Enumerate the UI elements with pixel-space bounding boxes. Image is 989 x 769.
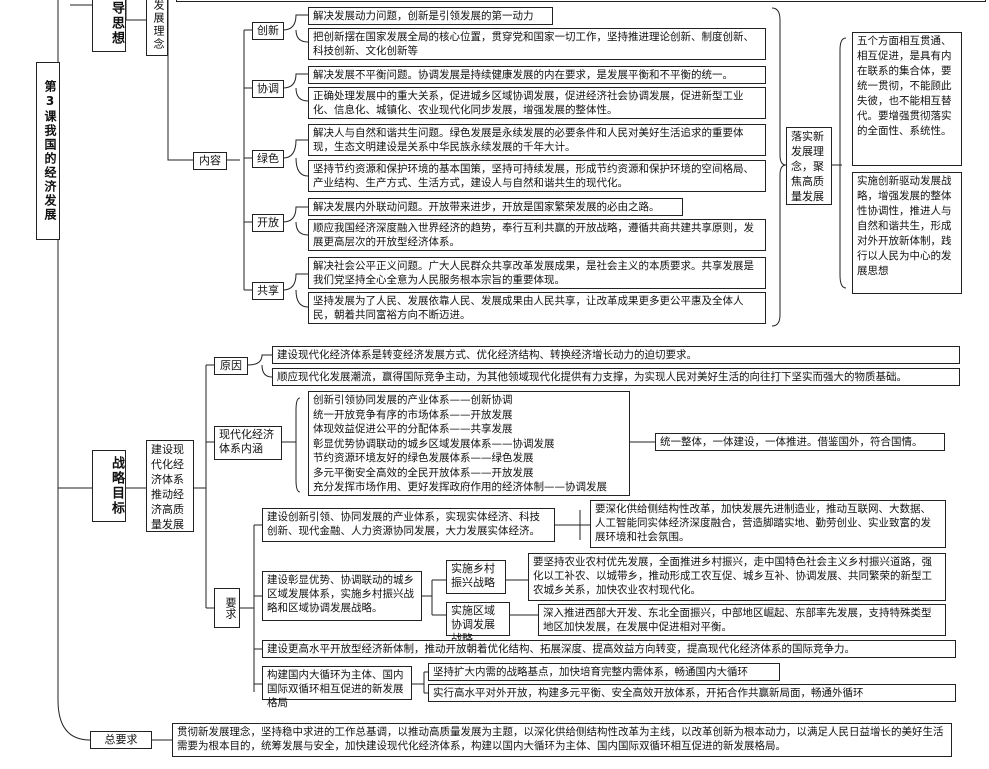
connotation-note: 统一整体，一体建设，一体推进。借鉴国外，符合国情。 [655, 433, 945, 451]
rural-note: 要坚持农业农村优先发展，全面推进乡村振兴，走中国特色社会主义乡村振兴道路，强化以… [528, 553, 946, 601]
implement-label: 落实新发展理念，聚焦高质量发展 [786, 127, 832, 205]
coordination-line-1: 解决发展不平衡问题。协调发展是持续健康发展的内在要求，是发展平衡和不平衡的统一。 [308, 66, 766, 84]
connotation-item: 彰显优势协调联动的城乡区域发展体系——协调发展 [313, 437, 555, 450]
reason-1: 建设现代化经济体系是转变经济发展方式、优化经济结构、转换经济增长动力的迫切要求。 [272, 346, 960, 364]
guiding-thought-label: 导思想 [92, 0, 126, 52]
requirement-label: 要求 [214, 588, 240, 628]
reason-2: 顺应现代化发展潮流，赢得国际竞争主动，为其他领域现代化提供有力支撑，为实现人民对… [272, 368, 960, 386]
connotation-item: 多元平衡安全高效的全民开放体系——开放发展 [313, 466, 534, 479]
coordination-label: 协调 [252, 80, 284, 98]
req1-note: 要深化供给侧结构性改革，加快发展先进制造业，推动互联网、大数据、人工智能同实体经… [590, 500, 946, 548]
connotation-item: 创新引领协同发展的产业体系——创新协调 [313, 394, 513, 406]
share-line-1: 解决社会公平正义问题。广大人民群众共享改革发展成果，是社会主义的本质要求。共享发… [308, 257, 766, 289]
req4-note-1: 坚持扩大内需的战略基点，加快培育完整内需体系，畅通国内大循环 [428, 663, 780, 681]
innovation-line-2: 把创新摆在国家发展全局的核心位置，贯穿党和国家一切工作，坚持推进理论创新、制度创… [308, 28, 766, 60]
strategic-goal-label: 战略目标 [92, 450, 126, 522]
connotation-item: 充分发挥市场作用、更好发挥政府作用的经济体制——协调发展 [313, 481, 607, 493]
connotation-item: 节约资源环境友好的绿色发展体系——绿色发展 [313, 452, 534, 464]
connotation-item: 统一开放竞争有序的市场体系——开放发展 [313, 408, 513, 421]
connotation-item: 体现效益促进公平的分配体系——共享发展 [313, 423, 513, 435]
green-line-2: 坚持节约资源和保护环境的基本国策，坚持可持续发展，形成节约资源和保护环境的空间格… [308, 160, 766, 192]
open-line-1: 解决发展内外联动问题。开放带来进步，开放是国家繁荣发展的必由之路。 [308, 198, 683, 216]
share-label: 共享 [252, 282, 284, 300]
region-label: 实施区域协调发展战略 [446, 602, 510, 645]
coordination-line-2: 正确处理发展中的重大关系，促进城乡区域协调发展，促进经济社会协调发展，促进新型工… [308, 87, 766, 119]
req4-label: 构建国内大循环为主体、国内国际双循环相互促进的新发展格局 [262, 666, 412, 709]
green-line-1: 解决人与自然和谐共生问题。绿色发展是永续发展的必要条件和人民对美好生活追求的重要… [308, 124, 766, 156]
content-label: 内容 [193, 152, 227, 170]
innovation-label: 创新 [252, 22, 284, 40]
strategic-sub-label: 建设现代化经济体系推动经济高质量发展 [146, 440, 194, 532]
rural-label: 实施乡村振兴战略 [446, 560, 506, 594]
innovation-line-1: 解决发展动力问题，创新是引领发展的第一动力 [308, 7, 553, 25]
connotation-list: 创新引领协同发展的产业体系——创新协调 统一开放竞争有序的市场体系——开放发展 … [308, 391, 630, 496]
req2-label: 建设彰显优势、协调联动的城乡区域发展体系，实施乡村振兴战略和区域协调发展战略。 [262, 571, 422, 621]
overall-text: 贯彻新发展理念，坚持稳中求进的工作总基调，以推动高质量发展为主题，以深化供给侧结… [172, 723, 952, 757]
implement-note-1: 五个方面相互贯通、相互促进，是具有内在联系的集合体，要统一贯彻，不能顾此失彼，也… [852, 32, 962, 166]
concept-label: 发展理念 [146, 0, 168, 56]
req4-note-2: 实行高水平对外开放，构建多元平衡、安全高效开放体系，开拓合作共赢新局面，畅通外循… [428, 684, 956, 702]
region-note: 深入推进西部大开发、东北全面振兴，中部地区崛起、东部率先发展，支持特殊类型地区加… [538, 604, 946, 636]
open-label: 开放 [252, 214, 284, 232]
share-line-2: 坚持发展为了人民、发展依靠人民、发展成果由人民共享，让改革成果更多更公平惠及全体… [308, 292, 766, 324]
lesson-title: 第3课我国的经济发展 [36, 62, 60, 240]
connotation-label: 现代化经济体系内涵 [214, 426, 282, 460]
open-line-2: 顺应我国经济深度融入世界经济的趋势，奉行互利共赢的开放战略，遵循共商共建共享原则… [308, 219, 766, 251]
top-cropped-box [176, 0, 986, 2]
req1-label: 建设创新引领、协同发展的产业体系，实现实体经济、科技创新、现代金融、人力资源协同… [262, 508, 555, 542]
reason-label: 原因 [214, 357, 248, 375]
overall-label: 总要求 [90, 731, 152, 749]
implement-note-2: 实施创新驱动发展战略，增强发展的整体性协调性，推进人与自然和谐共生，形成对外开放… [852, 172, 962, 294]
green-label: 绿色 [252, 150, 284, 168]
req3: 建设更高水平开放型经济新体制，推动开放朝着优化结构、拓展深度、提高效益方向转变，… [262, 640, 956, 658]
